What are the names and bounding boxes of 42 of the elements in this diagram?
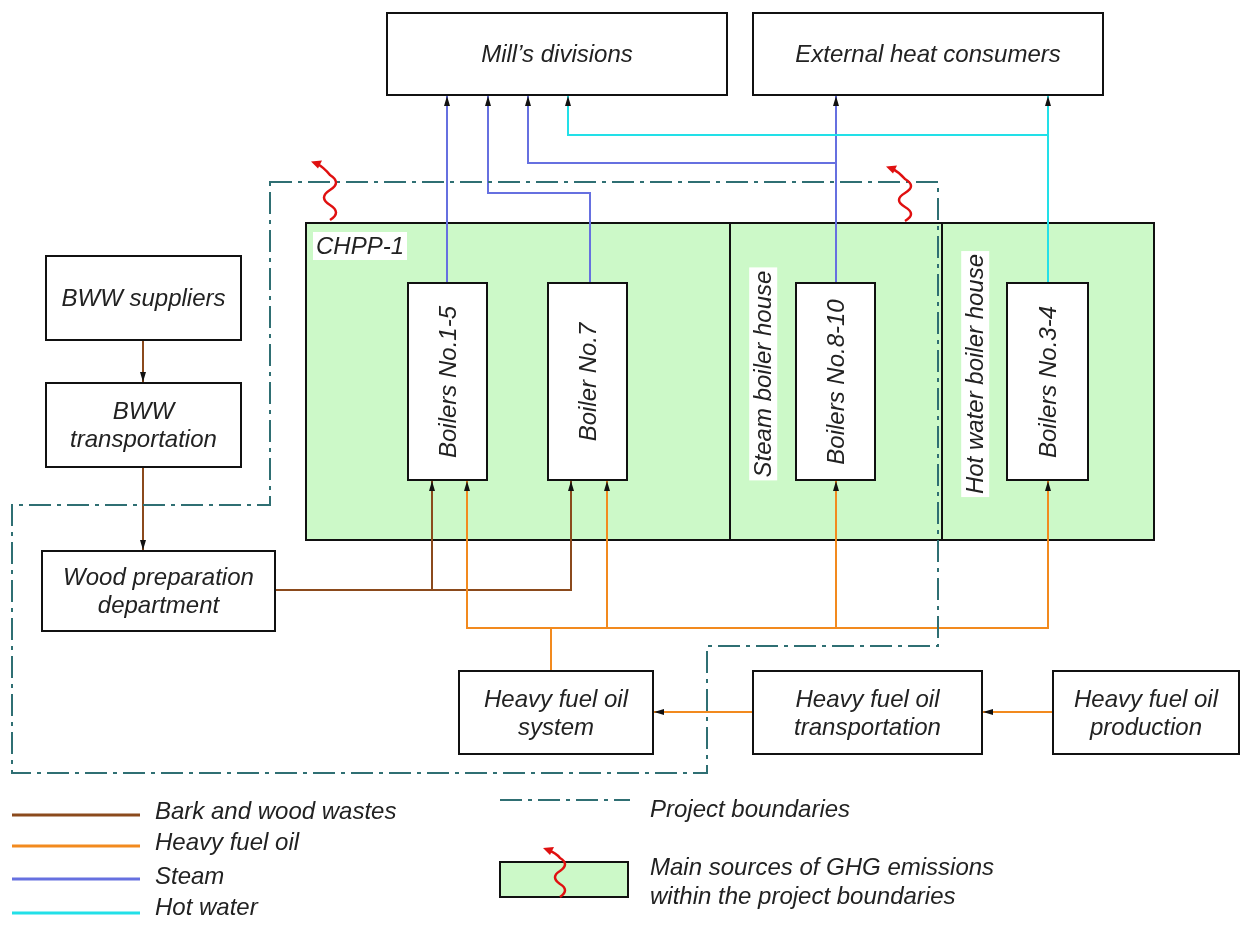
process-box [547, 282, 628, 481]
process-box [752, 670, 983, 755]
boiler-house-section [941, 222, 1155, 541]
flow-arrow [140, 467, 146, 551]
box-label: BWW transportation [69, 397, 218, 453]
legend-label: Project boundaries [650, 795, 851, 824]
process-box [1006, 282, 1089, 481]
box-label: BWW suppliers [61, 284, 226, 312]
section-heading: Hot water boiler house [961, 250, 989, 498]
box-label: External heat consumers [795, 40, 1061, 68]
box-label: Wood preparation department [62, 563, 255, 619]
boiler-house-section [729, 222, 943, 541]
boiler-label: Boilers No.1-5 [433, 305, 462, 458]
box-label: Heavy fuel oil system [482, 684, 630, 741]
section-heading: CHPP-1 [313, 232, 408, 260]
box-label: Mill’s divisions [481, 40, 633, 68]
process-box [795, 282, 876, 481]
process-box [1052, 670, 1240, 755]
process-box [45, 255, 242, 341]
process-box [41, 550, 276, 632]
process-box [386, 12, 728, 96]
boiler-label: Boilers No.8-10 [821, 298, 850, 465]
process-box [752, 12, 1104, 96]
boiler-label: Boiler No.7 [573, 322, 602, 441]
flow-arrow [444, 95, 450, 283]
section-heading: Steam boiler house [749, 267, 777, 481]
process-box [45, 382, 242, 468]
legend-label: Steam [155, 862, 225, 891]
process-box [458, 670, 654, 755]
legend-label: Hot water [155, 893, 258, 922]
process-box [407, 282, 488, 481]
flow-arrow [140, 340, 146, 383]
flow-arrow [485, 95, 591, 283]
boiler-house-section [305, 222, 731, 541]
flow-arrow [982, 709, 1053, 715]
boiler-label: Boilers No.3-4 [1033, 305, 1062, 458]
legend-label: Heavy fuel oil [155, 828, 300, 857]
legend-label: Bark and wood wastes [155, 797, 397, 826]
box-label: Heavy fuel oil production [1072, 684, 1220, 741]
box-label: Heavy fuel oil transportation [793, 684, 942, 741]
legend-label: Main sources of GHG emissions within the project boundaries [650, 853, 996, 911]
flow-arrow [653, 709, 753, 715]
